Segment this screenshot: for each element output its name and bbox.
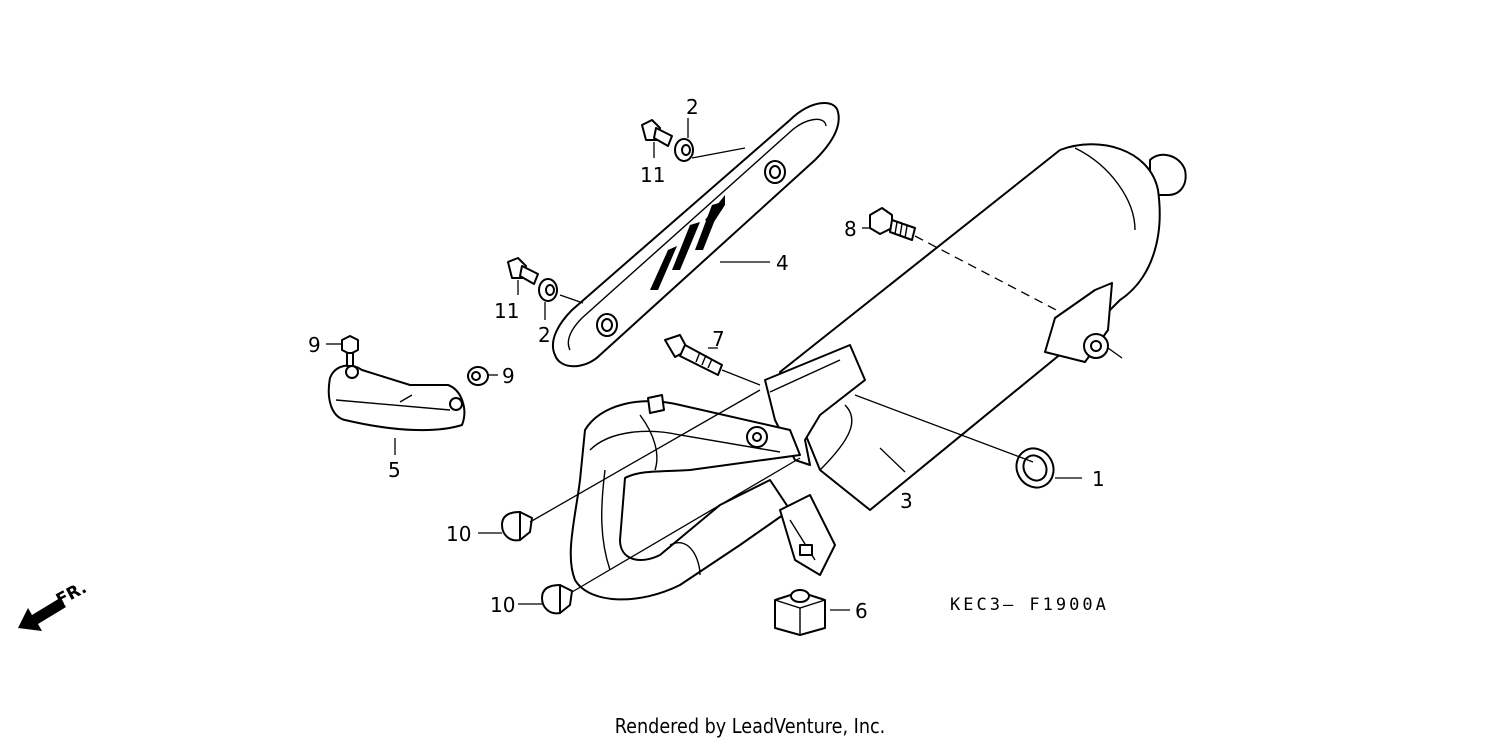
bolt-7-guide-line bbox=[721, 369, 761, 386]
callout-8: 8 bbox=[844, 217, 857, 241]
callout-7: 7 bbox=[712, 327, 725, 351]
bolt-11-lower-part[interactable] bbox=[507, 257, 539, 285]
cap-nut-10-lower-part[interactable] bbox=[541, 584, 573, 615]
bolt-7-part[interactable] bbox=[664, 334, 723, 376]
collar-2-lower-part[interactable] bbox=[538, 278, 558, 302]
exhaust-pipe-part[interactable] bbox=[569, 394, 836, 601]
callout-2-lower: 2 bbox=[538, 323, 551, 347]
muffler-part[interactable] bbox=[764, 143, 1187, 511]
bolt-9-right-part[interactable] bbox=[467, 366, 489, 386]
collar-2-upper-part[interactable] bbox=[674, 138, 694, 162]
callout-4: 4 bbox=[776, 251, 789, 275]
callout-6: 6 bbox=[855, 599, 868, 623]
cap-nut-guide-upper bbox=[529, 389, 761, 523]
diagram-code: KEC3— F1900A bbox=[950, 595, 1109, 615]
gasket-part[interactable] bbox=[1009, 442, 1060, 495]
bolt-8-part[interactable] bbox=[869, 207, 916, 241]
callout-9-right: 9 bbox=[502, 364, 515, 388]
callout-11-upper: 11 bbox=[640, 163, 665, 187]
callout-5: 5 bbox=[388, 458, 401, 482]
heat-shield-part[interactable] bbox=[552, 101, 840, 368]
bolt-9-left-part[interactable] bbox=[341, 335, 359, 367]
cap-nut-10-upper-part[interactable] bbox=[501, 511, 533, 542]
callout-9-left: 9 bbox=[308, 333, 321, 357]
bolt-11-upper-part[interactable] bbox=[641, 119, 673, 147]
callout-10-upper: 10 bbox=[446, 522, 471, 546]
bracket-guide-line bbox=[1107, 347, 1123, 359]
front-direction-arrow-icon bbox=[18, 598, 66, 631]
callout-10-lower: 10 bbox=[490, 593, 515, 617]
rubber-mount-part[interactable] bbox=[774, 589, 826, 636]
callout-leaders bbox=[326, 118, 1082, 611]
callout-1: 1 bbox=[1092, 467, 1105, 491]
footer-credit: Rendered by LeadVenture, Inc. bbox=[614, 714, 886, 738]
callout-2-upper: 2 bbox=[686, 95, 699, 119]
cap-nut-guide-lower bbox=[571, 457, 801, 593]
callout-3: 3 bbox=[900, 489, 913, 513]
callout-11-lower: 11 bbox=[494, 299, 519, 323]
exhaust-protector-part[interactable] bbox=[327, 364, 466, 432]
bolt-8-guide-line bbox=[914, 235, 1061, 313]
